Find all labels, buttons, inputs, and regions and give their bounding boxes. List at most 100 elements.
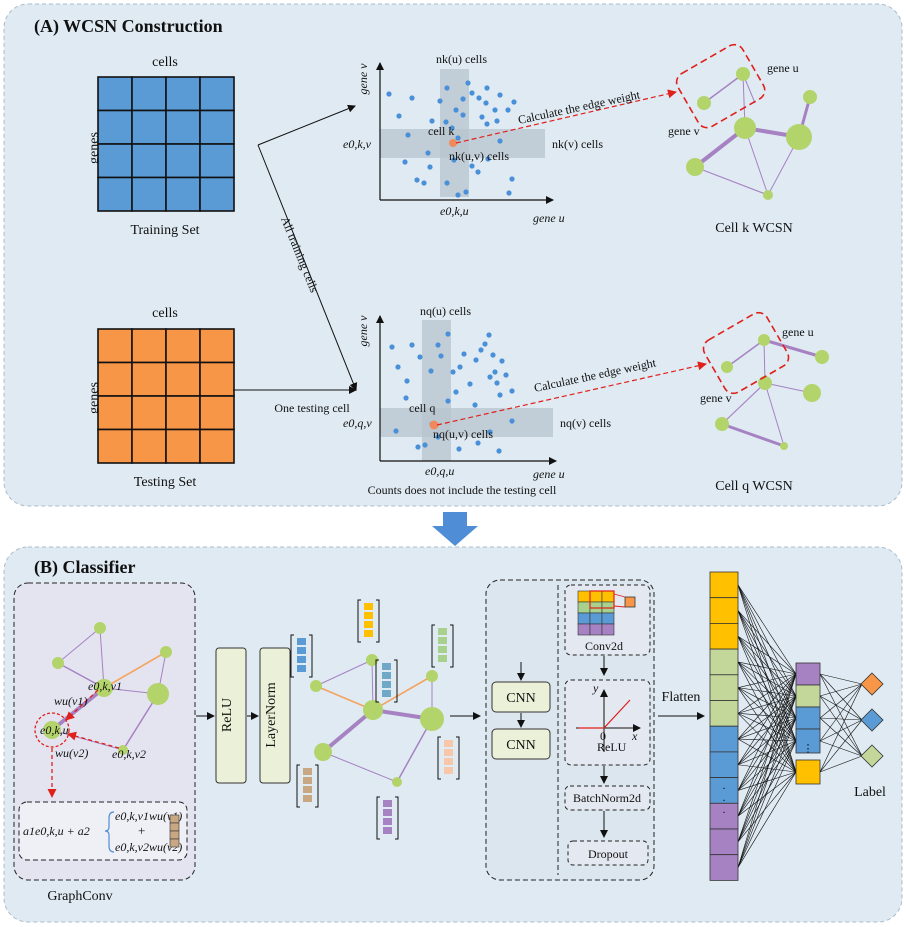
nk-uv-label: nk(u,v) cells xyxy=(449,149,509,163)
scatter-point xyxy=(509,388,515,394)
vector-bracket xyxy=(375,659,379,703)
scatter-point xyxy=(427,164,433,170)
fc-edge xyxy=(737,687,797,719)
scatter-point xyxy=(402,159,408,165)
vector-cell xyxy=(438,628,447,635)
formula-brace xyxy=(104,811,115,853)
fc-edge xyxy=(737,695,797,765)
vector-bracket xyxy=(376,796,380,840)
scatter-k: gene v gene u cell k nk(u) cells nk(v) c… xyxy=(343,52,603,225)
matrix-cell xyxy=(165,428,201,464)
panel-b-background xyxy=(3,546,903,923)
scatter-point xyxy=(435,434,441,440)
fc-edge xyxy=(737,717,797,842)
scatter-point xyxy=(444,180,450,186)
scatter-point xyxy=(404,378,410,384)
fc-edge xyxy=(737,610,797,719)
vector-cell xyxy=(438,646,447,653)
hidden-cell xyxy=(795,728,821,754)
e0ku-label: e0,k,u xyxy=(440,204,469,218)
scatter-point xyxy=(487,429,493,435)
scatter-point xyxy=(509,418,515,424)
formula-bottom: e0,k,v2wu(v2) xyxy=(115,840,182,854)
scatter-point xyxy=(484,85,490,91)
vector-cell xyxy=(444,749,453,756)
fc-edge xyxy=(737,636,797,697)
scatter-point xyxy=(403,395,409,401)
output-layer xyxy=(860,672,884,768)
scatter-point xyxy=(497,392,503,398)
scatter-k-yaxis-label: gene v xyxy=(356,63,370,95)
graph-q-gene-u: gene u xyxy=(782,325,814,339)
scatter-point xyxy=(509,176,515,182)
scatter-q-hband xyxy=(380,408,553,437)
training-matrix xyxy=(97,76,235,212)
vector-cell xyxy=(297,665,306,672)
flatten-label: Flatten xyxy=(662,690,701,705)
formula-left: a1e0,k,u + a2 xyxy=(23,824,90,838)
fc-edge xyxy=(737,661,797,719)
fc-edge xyxy=(737,673,797,765)
vector-bracket xyxy=(395,796,399,840)
fc-edge xyxy=(737,717,797,817)
hidden-layer: ⋮ xyxy=(795,662,821,785)
scatter-point xyxy=(428,368,434,374)
fc-edge xyxy=(737,673,797,714)
nq-uv-label: nq(u,v) cells xyxy=(433,427,493,441)
vector-cell xyxy=(383,809,392,816)
scatter-point xyxy=(499,358,505,364)
scatter-point xyxy=(484,121,490,127)
scatter-point xyxy=(492,369,498,375)
hidden-cell xyxy=(795,706,821,730)
flat-cell xyxy=(709,597,739,624)
scatter-point xyxy=(414,177,420,183)
scatter-point xyxy=(511,99,517,105)
vector-cell xyxy=(444,767,453,774)
scatter-point xyxy=(455,192,461,198)
scatter-point xyxy=(473,357,479,363)
vector-bracket xyxy=(309,634,313,678)
flat-ellipsis: · xyxy=(722,805,726,819)
flat-cell xyxy=(709,725,739,753)
fc-edge xyxy=(819,755,863,773)
fc-edge xyxy=(737,687,797,697)
scatter-point xyxy=(463,189,469,195)
fc-edge xyxy=(737,673,797,868)
graphconv-w-v1: wu(v1) xyxy=(54,694,87,708)
fc-edge xyxy=(737,740,797,791)
scatter-point xyxy=(453,107,459,113)
arrow-training-to-q xyxy=(257,144,358,391)
scatter-point xyxy=(429,118,435,124)
matrix-cell xyxy=(97,176,133,212)
flat-ellipsis: · xyxy=(722,781,726,795)
graph-q-highlight xyxy=(702,311,790,395)
scatter-point xyxy=(450,369,456,375)
target-node-highlight xyxy=(34,712,70,748)
vector-bracket xyxy=(456,736,460,780)
vector-bracket xyxy=(357,599,361,643)
fc-edge xyxy=(819,719,863,742)
fc-edge xyxy=(737,740,797,817)
vector-cell xyxy=(382,681,391,688)
scatter-point xyxy=(482,341,488,347)
testing-cells-label: cells xyxy=(152,306,178,321)
matrix-cell xyxy=(199,143,235,179)
panel-b-title: (B) Classifier xyxy=(34,557,135,578)
scatter-point xyxy=(497,92,503,98)
matrix-cell xyxy=(165,395,201,431)
fc-edge xyxy=(737,687,797,742)
conv2d-label: Conv2d xyxy=(585,639,623,653)
graphconv-e-v2: e0,k,v2 xyxy=(112,747,146,761)
matrix-cell xyxy=(199,328,235,364)
e0kv-label: e0,k,v xyxy=(343,137,372,151)
fc-edge xyxy=(819,683,863,773)
relu-block-label: ReLU xyxy=(220,698,235,732)
scatter-point xyxy=(497,138,503,144)
vector-cell xyxy=(444,740,453,747)
vector-cell xyxy=(303,795,312,802)
matrix-cell xyxy=(131,76,167,112)
vector-cell xyxy=(382,672,391,679)
dropout-box xyxy=(567,840,649,866)
scatter-point xyxy=(487,374,493,380)
fc-edge xyxy=(819,717,863,757)
